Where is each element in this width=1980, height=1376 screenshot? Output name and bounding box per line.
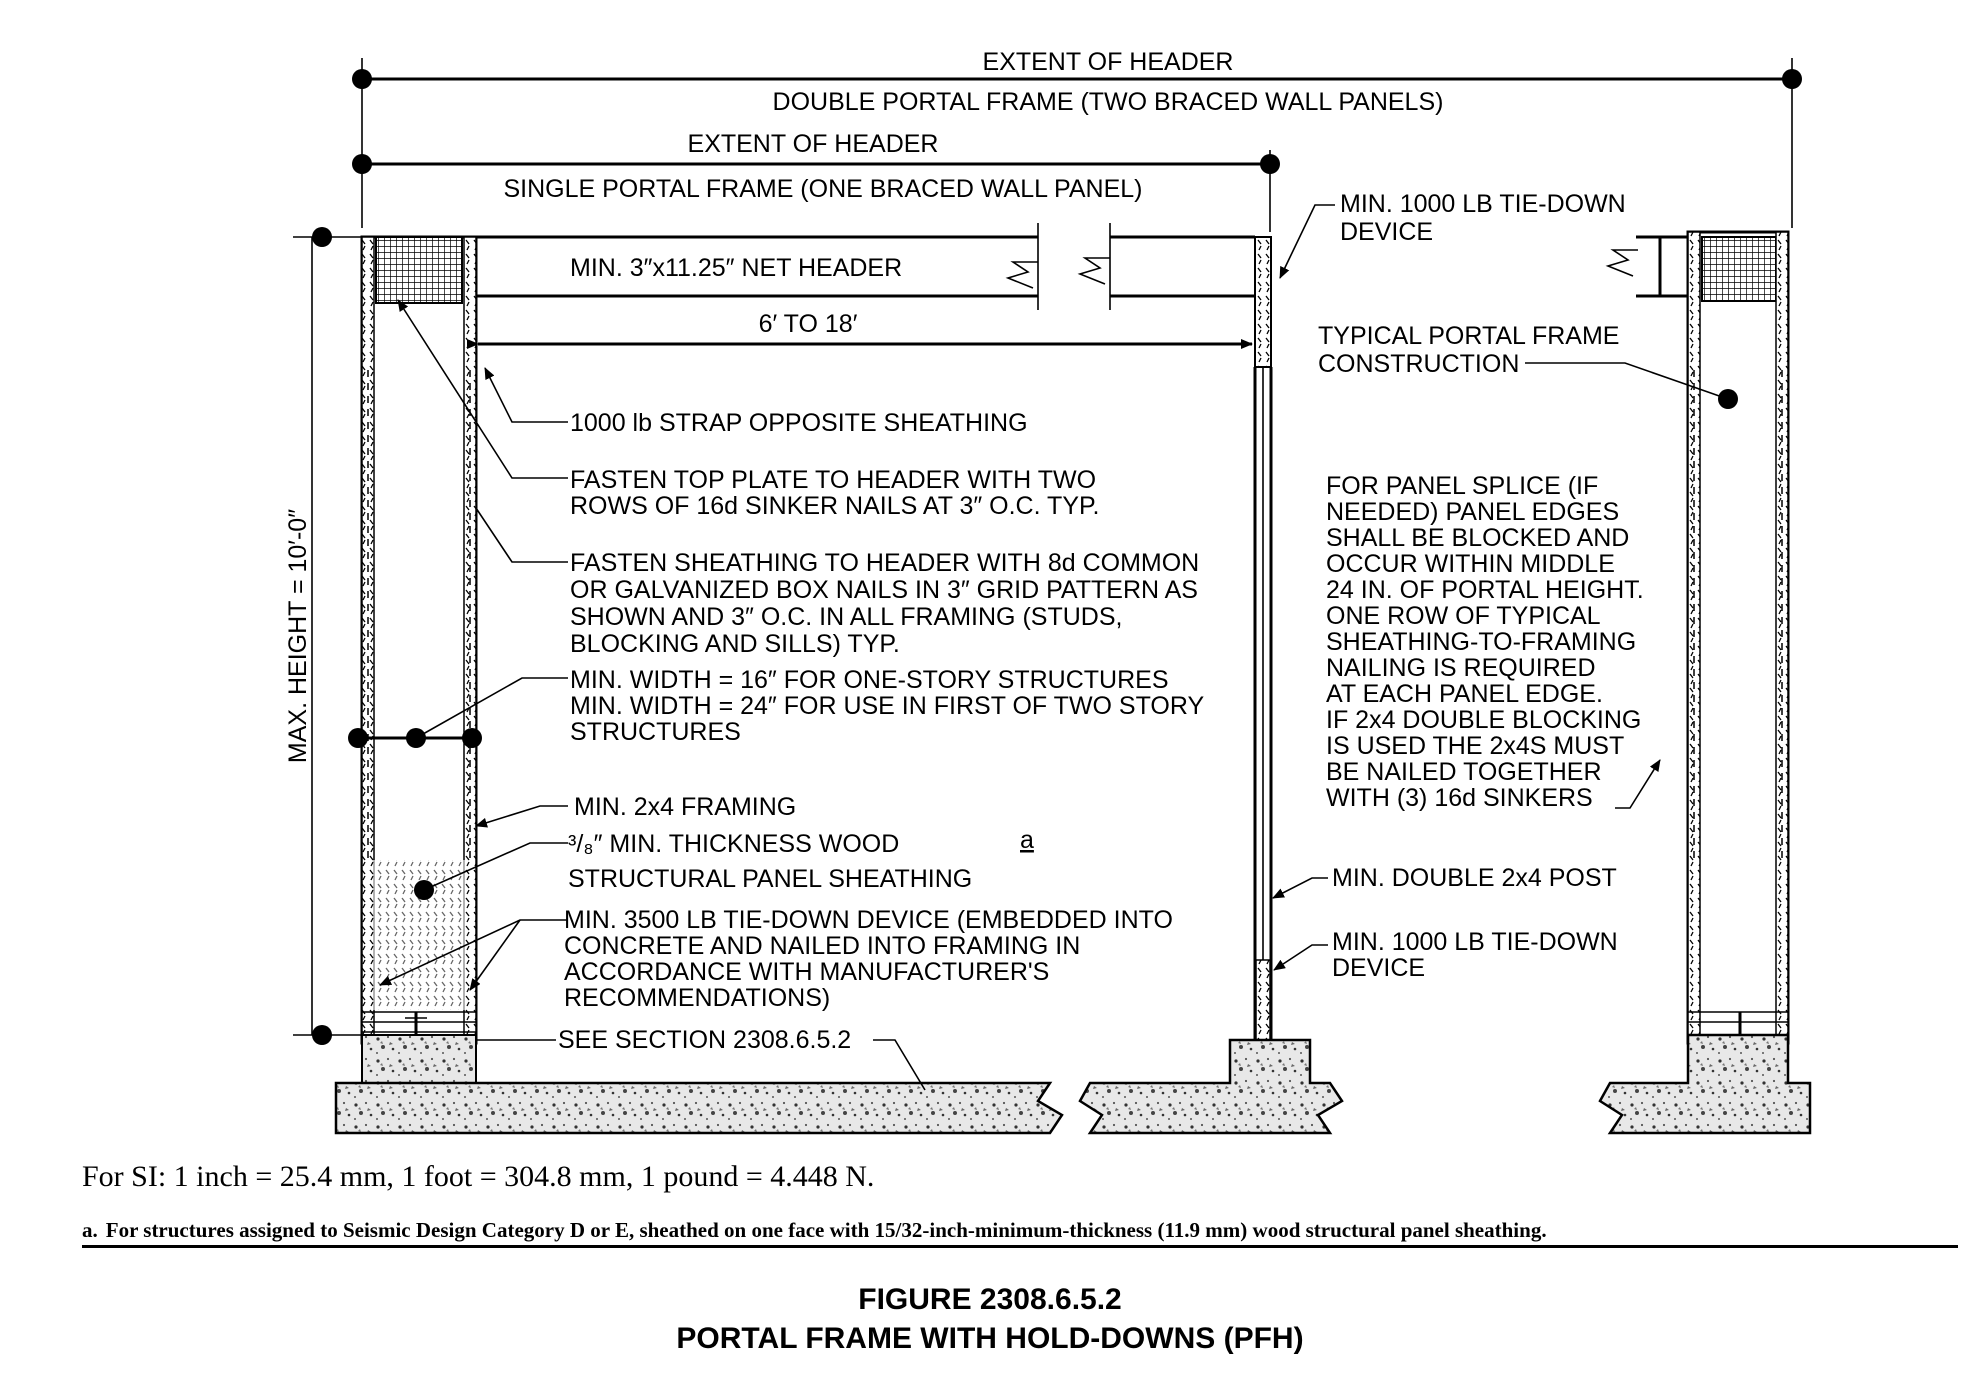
max-height-dimension [293,227,362,1045]
strap-label: 1000 lb STRAP OPPOSITE SHEATHING [570,409,1028,437]
footnote-text: For structures assigned to Seismic Desig… [105,1218,1547,1242]
panel-splice-note: FOR PANEL SPLICE (IF NEEDED) PANEL EDGES… [1326,472,1644,812]
min-width-line2: MIN. WIDTH = 24″ FOR USE IN FIRST OF TWO… [570,692,1204,720]
tie-down-bottom-line1: MIN. 1000 LB TIE-DOWN [1332,928,1618,956]
panel-splice-line4: OCCUR WITHIN MIDDLE [1326,550,1615,578]
sheathing-type-label: STRUCTURAL PANEL SHEATHING [568,865,972,893]
extent-of-header-single: EXTENT OF HEADER [688,130,939,158]
figure-title: PORTAL FRAME WITH HOLD-DOWNS (PFH) [676,1322,1304,1355]
max-height-label: MAX. HEIGHT = 10′-0″ [284,509,312,763]
fasten-sheathing-line2: OR GALVANIZED BOX NAILS IN 3″ GRID PATTE… [570,576,1198,604]
tie-down-3500-line4: RECOMMENDATIONS) [564,984,830,1012]
panel-splice-line7: SHEATHING-TO-FRAMING [1326,628,1636,656]
header-beam [476,223,1255,310]
panel-splice-line5: 24 IN. OF PORTAL HEIGHT. [1326,576,1644,604]
left-portal-panel [360,235,478,1080]
net-header-label: MIN. 3″x11.25″ NET HEADER [570,254,902,282]
panel-splice-line10: IF 2x4 DOUBLE BLOCKING [1326,706,1641,734]
panel-splice-line6: ONE ROW OF TYPICAL [1326,602,1601,630]
min-width-line1: MIN. WIDTH = 16″ FOR ONE-STORY STRUCTURE… [570,666,1169,694]
callout-leaders [348,204,1738,1091]
tie-down-top-line1: MIN. 1000 LB TIE-DOWN [1340,190,1626,218]
panel-splice-line9: AT EACH PANEL EDGE. [1326,680,1603,708]
double-post [1253,236,1273,1069]
double-portal-dimension [352,58,1802,228]
panel-splice-line3: SHALL BE BLOCKED AND [1326,524,1629,552]
typical-construction-line2: CONSTRUCTION [1318,350,1519,378]
tie-down-3500-line3: ACCORDANCE WITH MANUFACTURER'S [564,958,1049,986]
panel-splice-line13: WITH (3) 16d SINKERS [1326,784,1593,812]
panel-splice-line8: NAILING IS REQUIRED [1326,654,1596,682]
fasten-sheathing-line4: BLOCKING AND SILLS) TYP. [570,630,900,658]
sheathing-thickness-label: ³/₈″ MIN. THICKNESS WOOD [568,830,899,858]
tie-down-3500-line1: MIN. 3500 LB TIE-DOWN DEVICE (EMBEDDED I… [564,906,1173,934]
single-portal-dimension [352,150,1280,232]
fasten-top-plate-line2: ROWS OF 16d SINKER NAILS AT 3″ O.C. TYP. [570,492,1099,520]
footnote-a: a. For structures assigned to Seismic Des… [82,1218,1958,1248]
double-portal-frame-label: DOUBLE PORTAL FRAME (TWO BRACED WALL PAN… [773,88,1444,116]
panel-splice-line2: NEEDED) PANEL EDGES [1326,498,1619,526]
tie-down-top-line2: DEVICE [1340,218,1433,246]
sheathing-note-ref: a [1020,826,1034,854]
min-width-line3: STRUCTURES [570,718,741,746]
single-portal-frame-label: SINGLE PORTAL FRAME (ONE BRACED WALL PAN… [503,175,1142,203]
si-conversion-note: For SI: 1 inch = 25.4 mm, 1 foot = 304.8… [82,1160,875,1193]
min-framing-label: MIN. 2x4 FRAMING [574,793,796,821]
panel-splice-line11: IS USED THE 2x4S MUST [1326,732,1624,760]
tie-down-bottom-line2: DEVICE [1332,954,1425,982]
see-section-label: SEE SECTION 2308.6.5.2 [558,1026,851,1054]
fasten-sheathing-line3: SHOWN AND 3″ O.C. IN ALL FRAMING (STUDS, [570,603,1122,631]
extent-of-header-double: EXTENT OF HEADER [983,48,1234,76]
opening-width-label: 6′ TO 18′ [759,310,858,338]
fasten-sheathing-line1: FASTEN SHEATHING TO HEADER WITH 8d COMMO… [570,549,1199,577]
typical-construction-line1: TYPICAL PORTAL FRAME [1318,322,1619,350]
double-post-label: MIN. DOUBLE 2x4 POST [1332,864,1617,892]
panel-splice-line1: FOR PANEL SPLICE (IF [1326,472,1598,500]
footnote-marker: a. [82,1218,98,1242]
figure-number: FIGURE 2308.6.5.2 [858,1283,1122,1316]
tie-down-3500-line2: CONCRETE AND NAILED INTO FRAMING IN [564,932,1080,960]
fasten-top-plate-line1: FASTEN TOP PLATE TO HEADER WITH TWO [570,466,1096,494]
panel-splice-line12: BE NAILED TOGETHER [1326,758,1602,786]
foundation [334,1033,1812,1135]
